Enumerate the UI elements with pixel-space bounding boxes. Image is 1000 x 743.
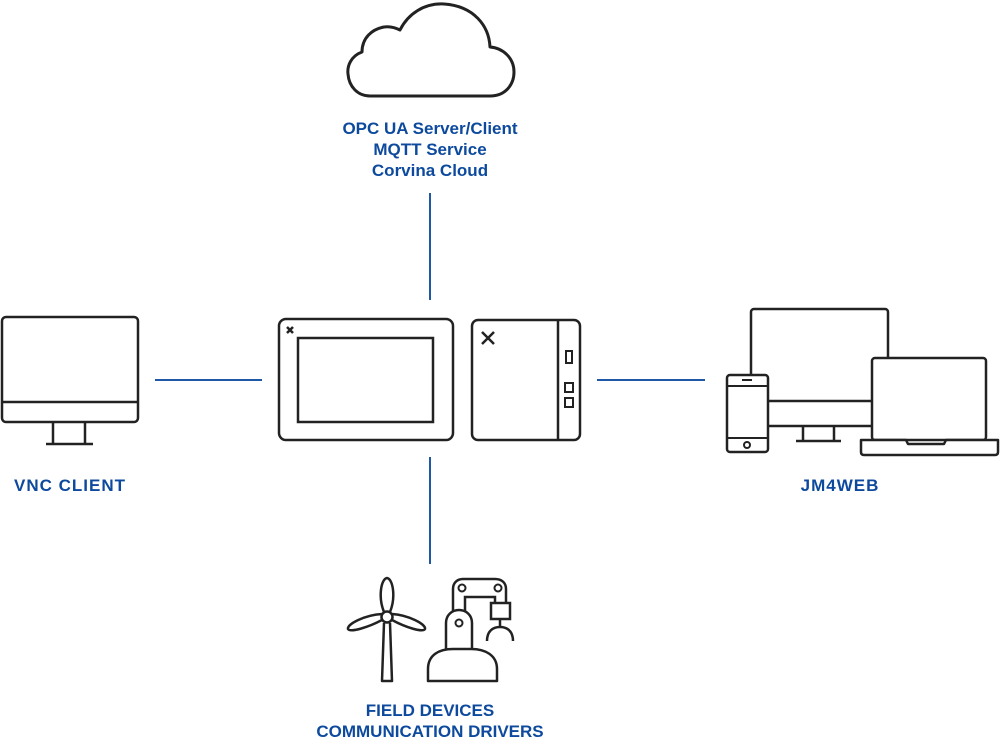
connector-right [597, 379, 705, 381]
hmi-panel-icon [277, 317, 455, 442]
connector-bottom [429, 457, 431, 564]
bottom-label-line-2: COMMUNICATION DRIVERS [316, 722, 544, 741]
smartphone-icon [725, 373, 770, 454]
top-node-label: OPC UA Server/Client MQTT Service Corvin… [310, 118, 550, 181]
box-pc-icon [470, 318, 582, 442]
desktop-monitor-icon [0, 315, 140, 446]
top-label-line-1: OPC UA Server/Client [342, 119, 518, 138]
laptop-icon [859, 356, 1000, 457]
wind-turbine-icon [346, 576, 427, 683]
robot-arm-icon [426, 577, 515, 683]
cloud-icon [346, 2, 516, 98]
vnc-client-label: VNC CLIENT [14, 476, 126, 495]
top-label-line-3: Corvina Cloud [371, 161, 489, 180]
bottom-node-label: FIELD DEVICES COMMUNICATION DRIVERS [300, 700, 560, 742]
desktop-monitor-icon [749, 307, 890, 443]
jm4web-devices-icon [725, 307, 1000, 457]
jm4web-label: JM4WEB [800, 476, 880, 495]
connector-top [429, 193, 431, 300]
bottom-label-line-1: FIELD DEVICES [365, 701, 495, 720]
connector-left [155, 379, 262, 381]
top-label-line-2: MQTT Service [373, 140, 487, 159]
